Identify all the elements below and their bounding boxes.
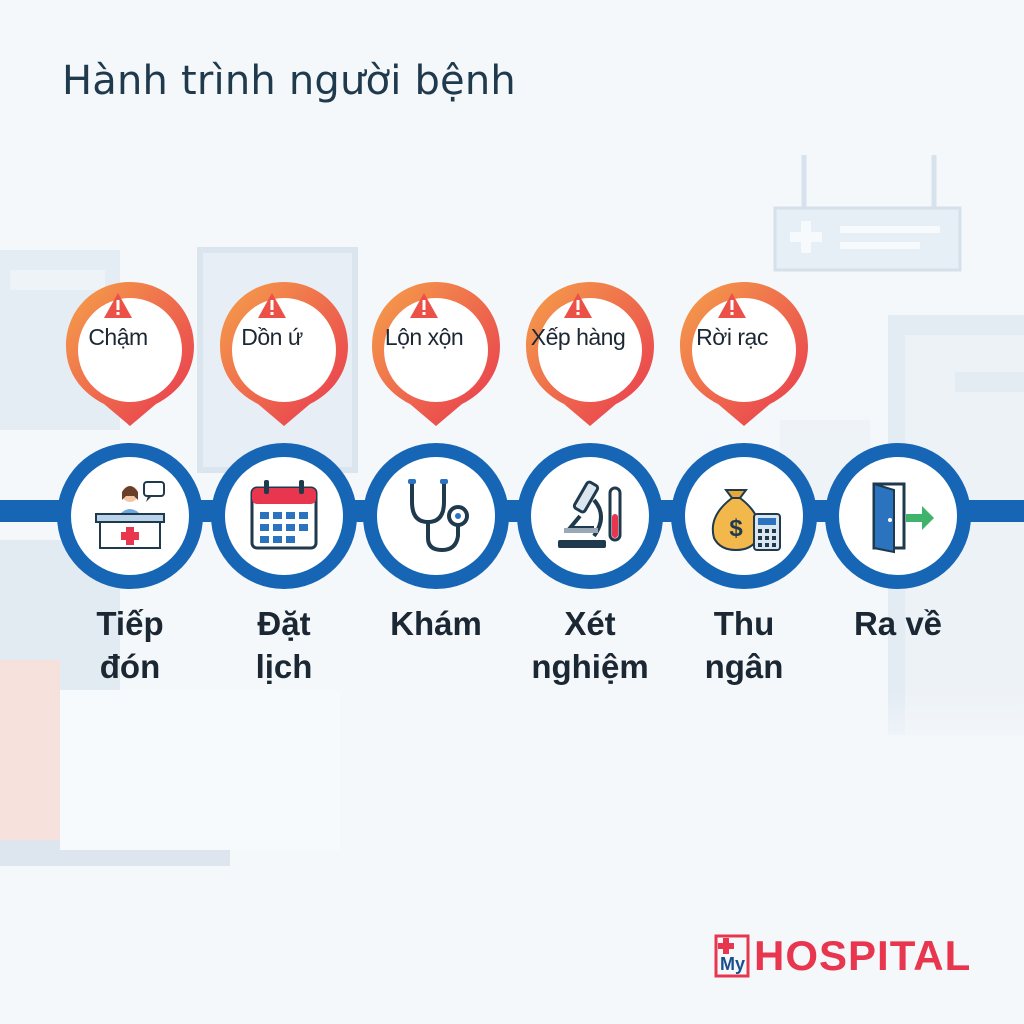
warning-bubble — [372, 282, 500, 426]
warning-triangle-icon — [104, 293, 132, 318]
warning-bubble — [66, 282, 194, 426]
step-label: Khám — [390, 605, 482, 642]
warning-label: Lộn xộn — [384, 324, 464, 350]
logo-name: HOSPITAL — [754, 932, 972, 979]
stethoscope-icon — [408, 479, 469, 553]
warning-bubble — [680, 282, 808, 426]
step-node — [363, 443, 509, 589]
hospital-cross-icon — [714, 934, 750, 978]
journey-step: Ra về — [820, 280, 976, 700]
warning-label: Xếp hàng — [530, 324, 626, 350]
calendar-icon — [250, 480, 318, 550]
microscope-icon — [558, 480, 622, 548]
warning-triangle-icon — [410, 293, 438, 318]
step-node: $ — [671, 443, 817, 589]
journey-step: Lộn xộn Khám — [358, 280, 514, 700]
warning-triangle-icon — [718, 293, 746, 318]
step-node — [211, 443, 357, 589]
step-label: Ra về — [853, 605, 943, 642]
money-bag-calculator-icon: $ — [711, 489, 781, 552]
reception-desk-icon — [95, 481, 165, 549]
warning-triangle-icon — [258, 293, 286, 318]
warning-bubble — [220, 282, 348, 426]
step-node — [57, 443, 203, 589]
warning-bubble — [526, 282, 654, 426]
warning-label: Chậm — [88, 324, 148, 350]
warning-triangle-icon — [564, 293, 592, 318]
warning-label: Dồn ứ — [241, 324, 303, 350]
page-title: Hành trình người bệnh — [62, 58, 516, 104]
svg-text:$: $ — [729, 515, 743, 542]
brand-logo: My HOSPITAL — [714, 930, 984, 986]
exit-door-icon — [872, 482, 934, 554]
warning-label: Rời rạc — [696, 324, 768, 350]
step-node — [517, 443, 663, 589]
step-node — [825, 443, 971, 589]
logo-prefix: My — [720, 954, 746, 974]
